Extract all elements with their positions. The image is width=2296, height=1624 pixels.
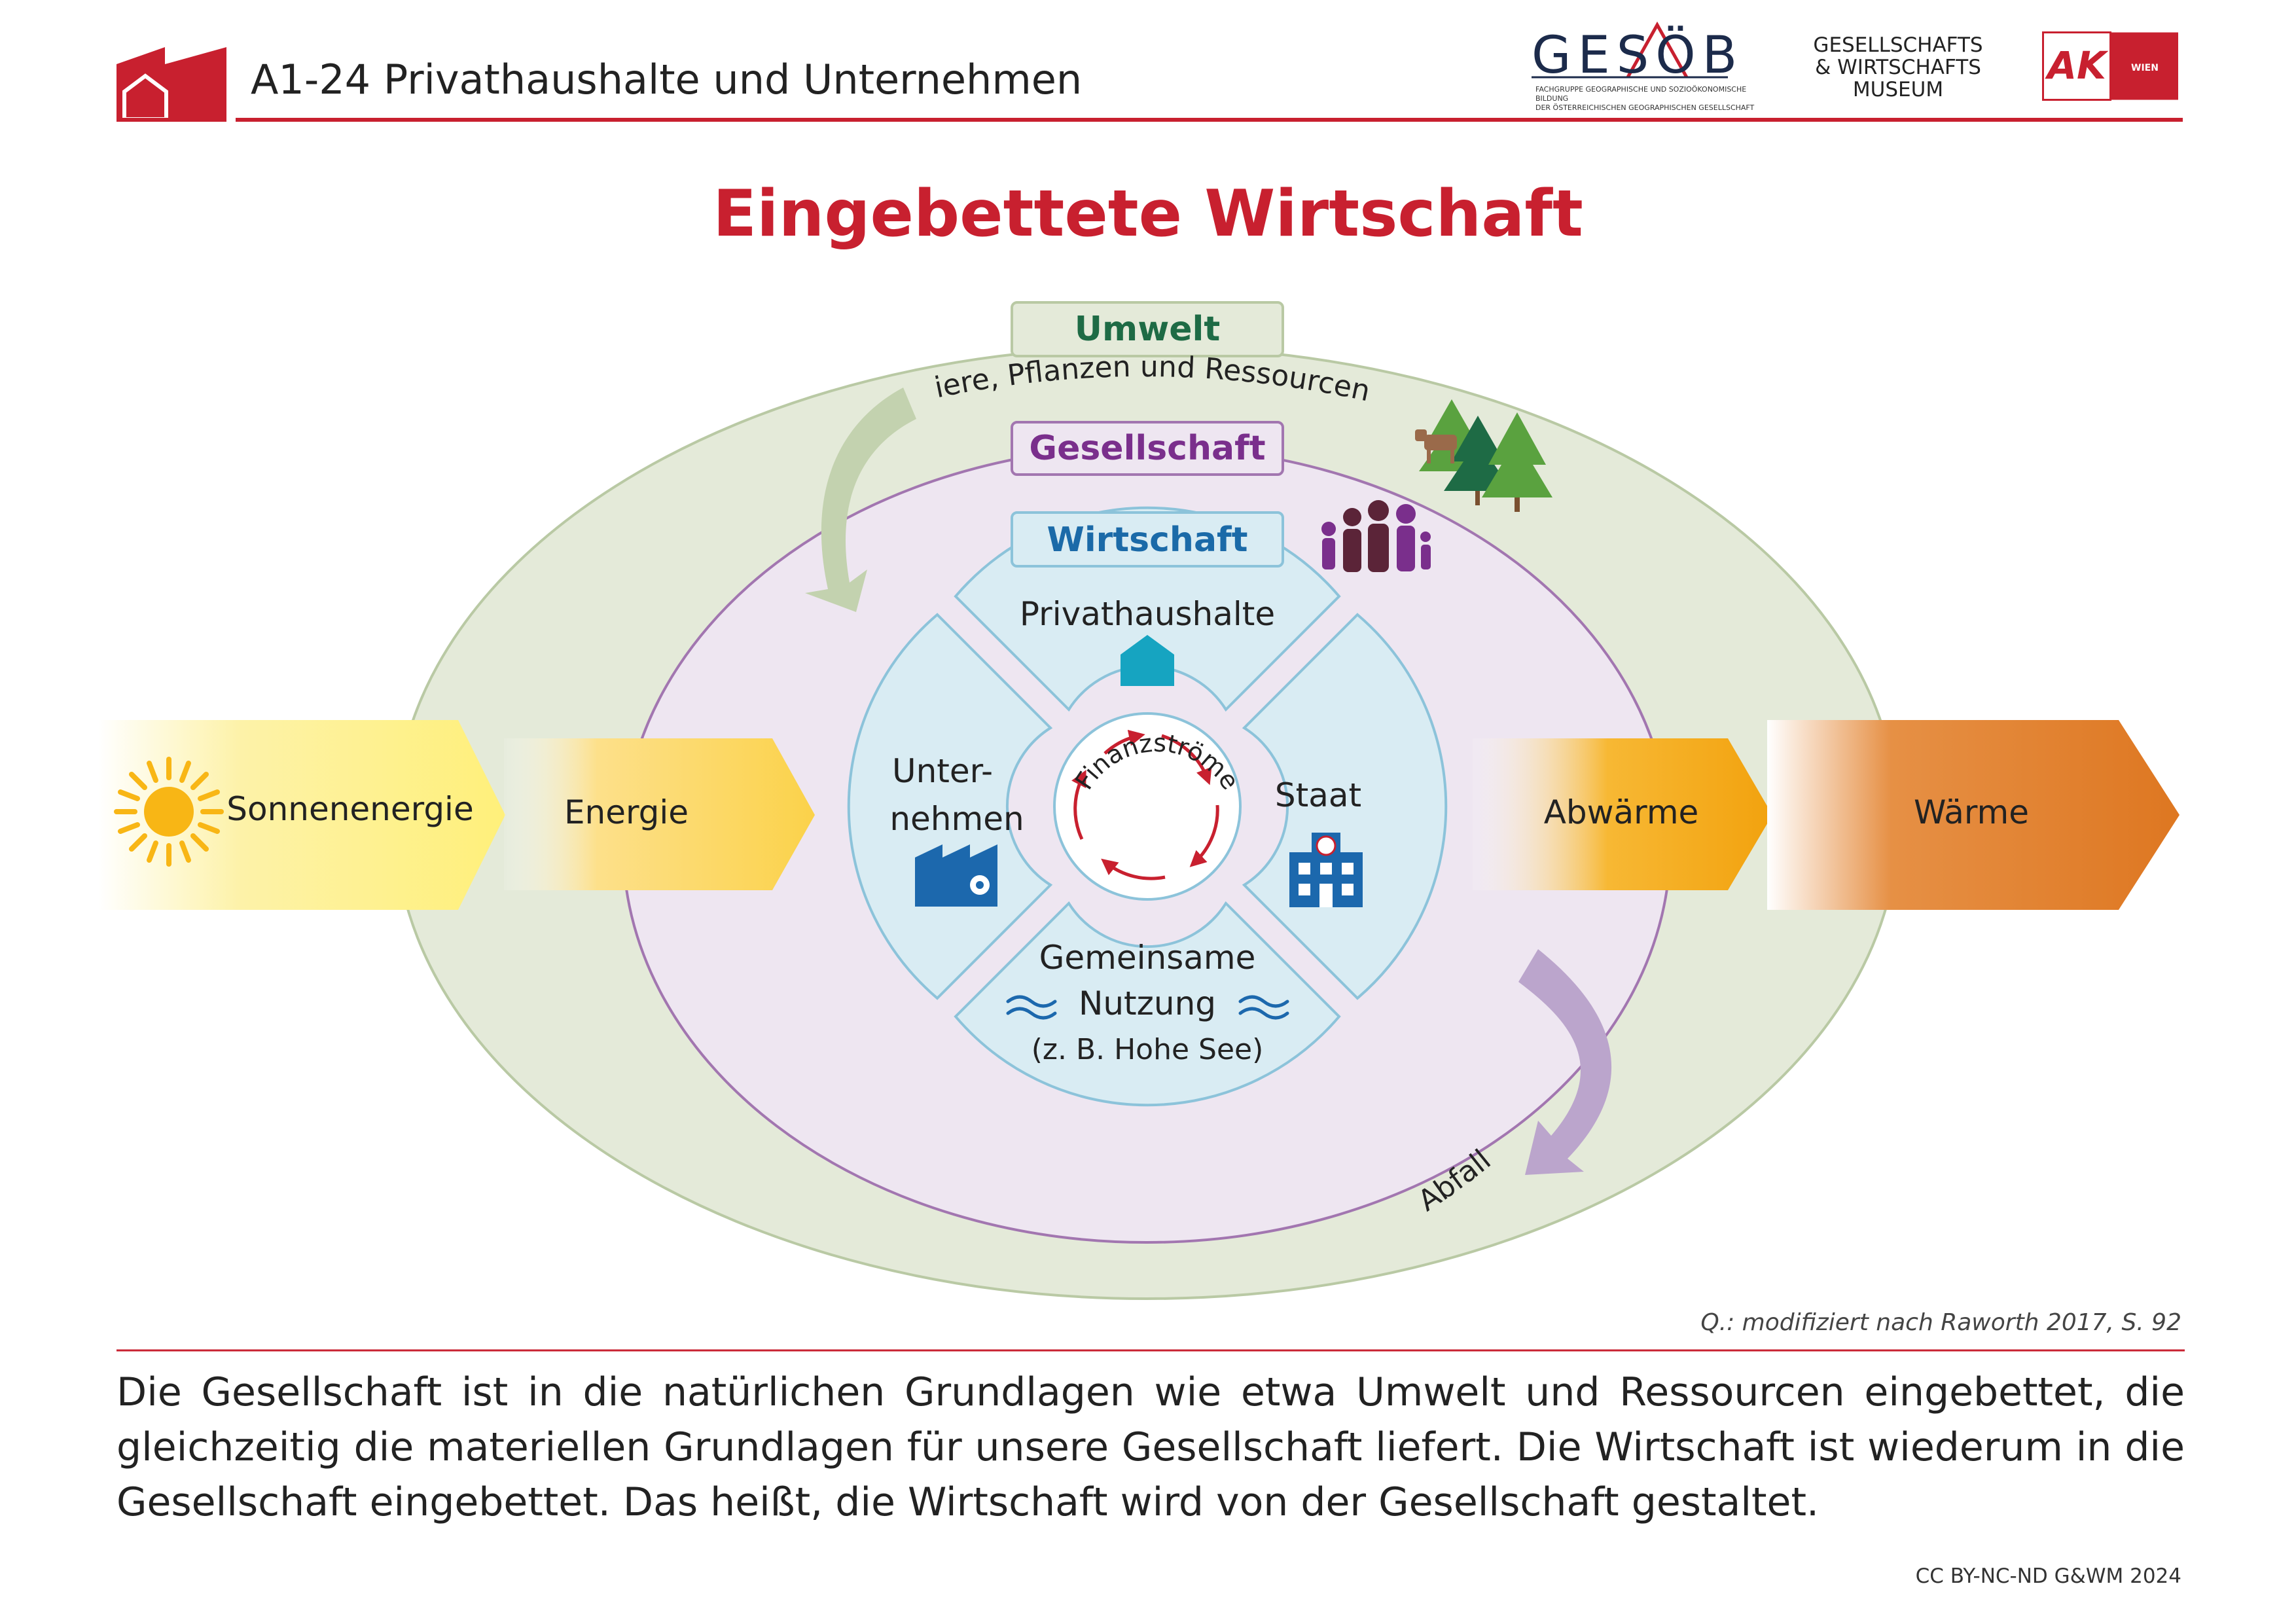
abwaerme-label: Abwärme bbox=[1544, 793, 1699, 831]
ak-logo: AK WIEN bbox=[2042, 31, 2178, 101]
energie-arrow bbox=[504, 738, 815, 890]
factory-icon bbox=[915, 844, 997, 907]
gesellschaft-label: Gesellschaft bbox=[1029, 429, 1265, 468]
cow-icon bbox=[1415, 429, 1457, 463]
gemeinsame-nutzung-line1: Gemeinsame bbox=[1039, 939, 1256, 977]
sonnenenergie-label: Sonnenenergie bbox=[226, 790, 473, 828]
abwaerme-arrow bbox=[1473, 738, 1772, 890]
ak-logo-subtext: WIEN bbox=[2131, 63, 2159, 73]
header-graphics bbox=[117, 21, 2183, 122]
page-title: Eingebettete Wirtschaft bbox=[713, 177, 1583, 251]
ak-logo-text: AK bbox=[2045, 43, 2109, 88]
wirtschaft-label-box bbox=[1011, 511, 1284, 568]
waerme-label: Wärme bbox=[1914, 793, 2029, 831]
gesoeb-logo: GESÖB bbox=[1532, 26, 1744, 85]
segment-gemeinsame-nutzung bbox=[954, 901, 1341, 1107]
source-note: Q.: modifiziert nach Raworth 2017, S. 92 bbox=[1700, 1309, 2181, 1336]
energie-label: Energie bbox=[564, 793, 689, 831]
finanzstroeme-arrows bbox=[1071, 729, 1219, 880]
unternehmen-label-line2: nehmen bbox=[889, 800, 1024, 838]
gesoeb-triangle-icon bbox=[1626, 21, 1689, 79]
house-icon bbox=[1121, 635, 1174, 686]
staat-label: Staat bbox=[1275, 776, 1361, 814]
umwelt-label-box bbox=[1011, 301, 1284, 357]
unternehmen-label-line1: Unter- bbox=[892, 752, 993, 790]
museum-logo: GESELLSCHAFTS & WIRTSCHAFTS MUSEUM bbox=[1813, 33, 1983, 101]
header-title: A1-24 Privathaushalte und Unternehmen bbox=[251, 56, 1083, 103]
waerme-arrow bbox=[1767, 720, 2179, 910]
gemeinsame-nutzung-line3: (z. B. Hohe See) bbox=[1031, 1033, 1264, 1066]
gemeinsame-nutzung-line2: Nutzung bbox=[1079, 984, 1216, 1022]
wirtschaft-label: Wirtschaft bbox=[1047, 520, 1247, 560]
waves-icon bbox=[1006, 995, 1289, 1020]
gesellschaft-label-box bbox=[1011, 421, 1284, 476]
license-text: CC BY-NC-ND G&WM 2024 bbox=[1915, 1564, 2181, 1588]
people-icon bbox=[1321, 500, 1431, 572]
caption-text: Die Gesellschaft ist in die natürlichen … bbox=[117, 1369, 2185, 1525]
privathaushalte-label: Privathaushalte bbox=[1020, 595, 1275, 633]
resources-arrow-icon bbox=[805, 388, 916, 612]
embedded-economy-diagram: Finanzströme Umwelt Gesellschaft Wirtsch… bbox=[0, 0, 2179, 1300]
segment-unternehmen bbox=[847, 613, 1053, 1000]
footer-rule bbox=[117, 1349, 2185, 1352]
umwelt-label: Umwelt bbox=[1075, 310, 1220, 349]
government-building-icon bbox=[1289, 833, 1363, 907]
sun-icon bbox=[114, 757, 224, 867]
gesoeb-logo-subline: FACHGRUPPE GEOGRAPHISCHE UND SOZIOÖKONOM… bbox=[1535, 85, 1755, 112]
waste-arrow-icon bbox=[1518, 949, 1612, 1175]
sonnenenergie-arrow bbox=[98, 720, 505, 910]
